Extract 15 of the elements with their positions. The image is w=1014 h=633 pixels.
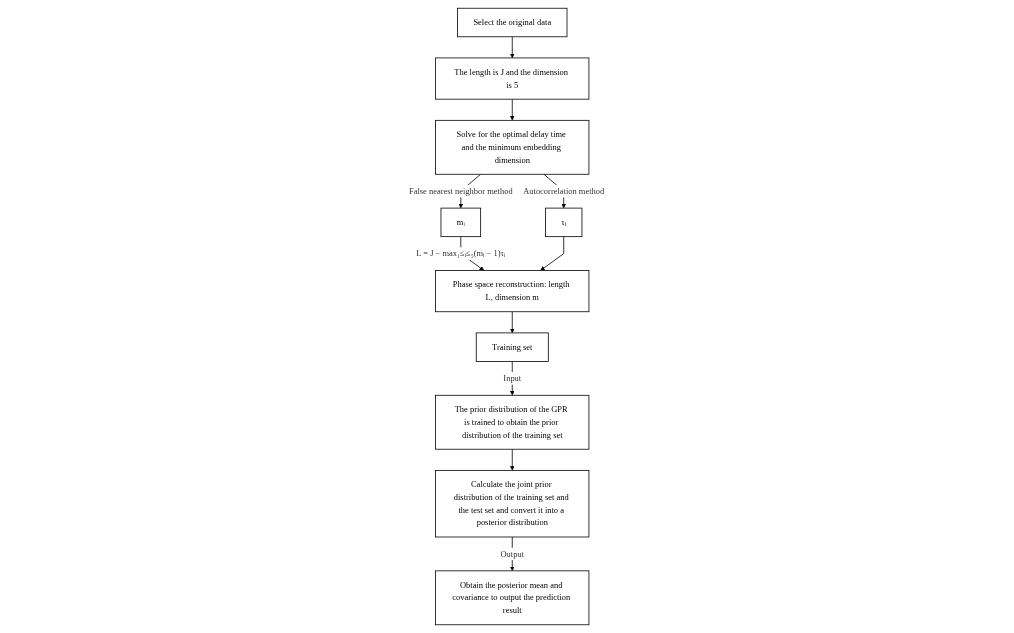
- node-box: Solve for the optimal delay time and the minimum embedding dimension: [435, 119, 590, 175]
- edge-label: Output: [500, 549, 525, 559]
- node-box: Calculate the joint prior distribution of the training set and the test set and convert it into a posterior distribution: [435, 469, 590, 538]
- node-box: Training set: [476, 332, 550, 362]
- node-box: The prior distribution of the GPR is trained to obtain the prior distribution of the training set: [435, 394, 590, 450]
- edge-label: Autocorrelation method: [523, 186, 605, 196]
- edge-label: False nearest neighbor method: [409, 186, 513, 196]
- node-box: Obtain the posterior mean and covariance to output the prediction result: [435, 570, 590, 626]
- node-box: mᵢ: [440, 207, 482, 238]
- edge-label: L = J − max₁≤ᵢ≤₅(mᵢ − 1)τᵢ: [416, 248, 506, 258]
- node-box: Phase space reconstruction: length L, dimension m: [435, 270, 590, 313]
- node-box: Select the original data: [457, 7, 568, 38]
- node-box: The length is J and the dimension is 5: [435, 57, 590, 100]
- node-box: τᵢ: [545, 207, 583, 238]
- edge-label: Input: [503, 373, 522, 383]
